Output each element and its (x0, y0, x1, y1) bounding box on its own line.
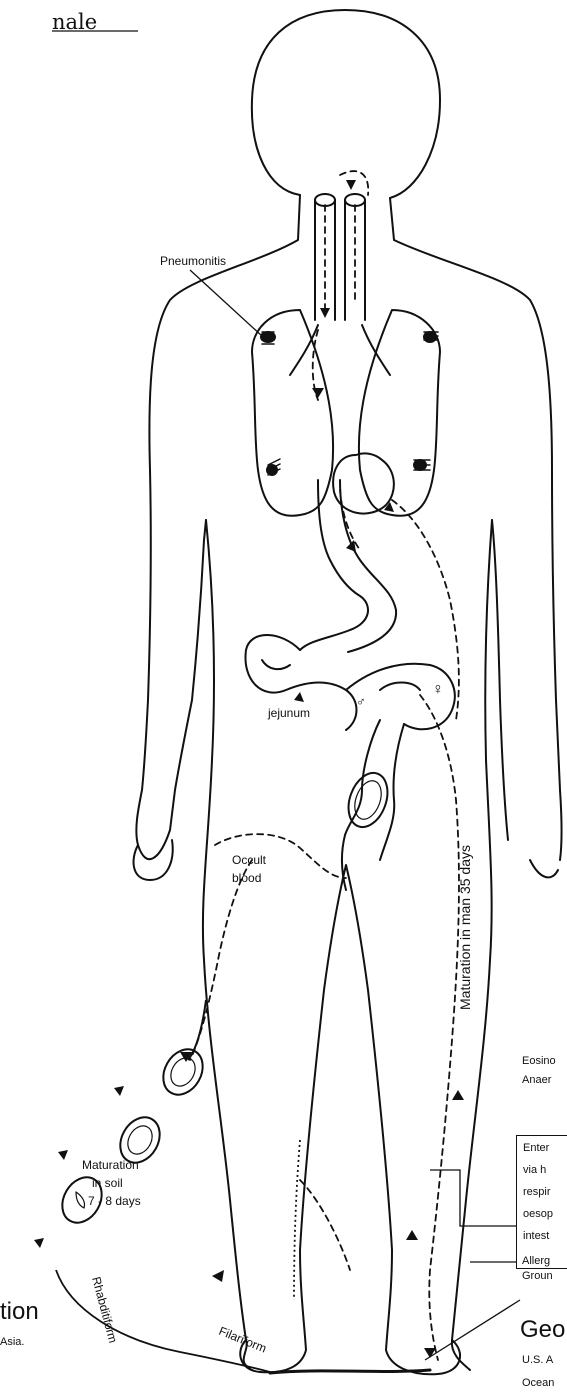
entry-line-4: oesop (523, 1208, 567, 1220)
allerg-line: Allerg (522, 1255, 553, 1267)
eosino-line: Eosino (522, 1055, 556, 1067)
left-bottom-sub: Asia. (0, 1336, 24, 1349)
groun-line: Groun (522, 1270, 553, 1282)
blood-line: blood (232, 871, 266, 885)
maturation-in-man-label: Maturation in man 35 days (457, 845, 473, 1010)
eosinophilia-note: Eosino Anaer (522, 1055, 556, 1086)
rhabditiform-label: Rhabditiform (89, 1275, 120, 1344)
days-line: 7 - 8 days (80, 1194, 141, 1208)
allergy-note: Allerg Groun (522, 1255, 553, 1282)
in-soil-line: in soil (80, 1176, 141, 1190)
body-right-outline (390, 198, 562, 860)
head-outline (252, 10, 440, 198)
anaer-line: Anaer (522, 1074, 556, 1086)
entry-line-3: respir (523, 1186, 567, 1198)
female-symbol: ♀ (432, 681, 444, 698)
right-bottom-line-2: Ocean (522, 1377, 554, 1390)
page-title: nale (52, 10, 97, 35)
pneumonitis-label: Pneumonitis (160, 254, 226, 268)
occult-blood-label: Occult blood (232, 853, 266, 885)
right-bottom-heading: Geo (520, 1316, 565, 1345)
entry-line-2: via h (523, 1164, 567, 1176)
male-symbol: ♂ (356, 694, 366, 709)
maturation-in-soil-label: Maturation in soil 7 - 8 days (80, 1158, 141, 1208)
entry-line-5: intest (523, 1230, 567, 1242)
right-bottom-line-1: U.S. A (522, 1354, 553, 1367)
left-bottom-heading: tion (0, 1298, 39, 1327)
body-left-outline (136, 195, 300, 859)
entry-line-1: Enter (523, 1142, 567, 1154)
maturation-line: Maturation (80, 1158, 141, 1172)
entry-route-box: Enter via h respir oesop intest (516, 1135, 567, 1269)
jejunum-label: jejunum (268, 706, 310, 720)
occult-line: Occult (232, 853, 266, 867)
filariform-label: Filariform (217, 1324, 269, 1356)
